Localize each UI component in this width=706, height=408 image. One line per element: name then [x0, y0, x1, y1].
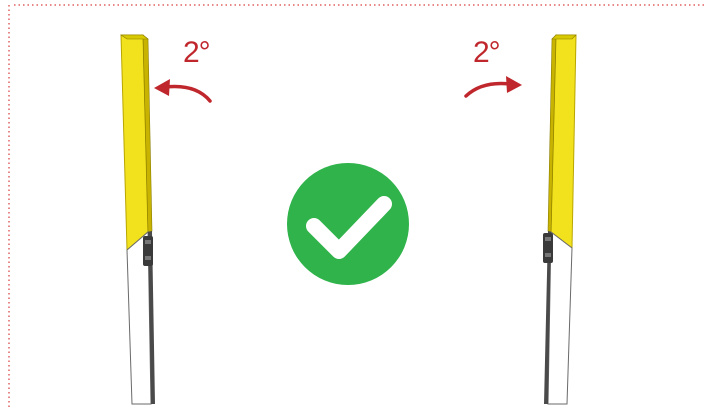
- left-post-cap: [120, 34, 149, 40]
- left-angle-label: 2°: [183, 36, 210, 69]
- right-post-cap: [551, 34, 577, 40]
- rotate-left-arrow-icon: [154, 79, 212, 103]
- left-post: [120, 34, 155, 405]
- right-post: [543, 34, 577, 405]
- check-circle-icon: [287, 163, 409, 285]
- left-post-rod: [148, 231, 155, 404]
- rotate-right-arrow-icon: [464, 76, 522, 98]
- right-post-rod: [544, 231, 551, 404]
- dotted-frame: [8, 4, 706, 408]
- right-angle-label: 2°: [473, 36, 500, 69]
